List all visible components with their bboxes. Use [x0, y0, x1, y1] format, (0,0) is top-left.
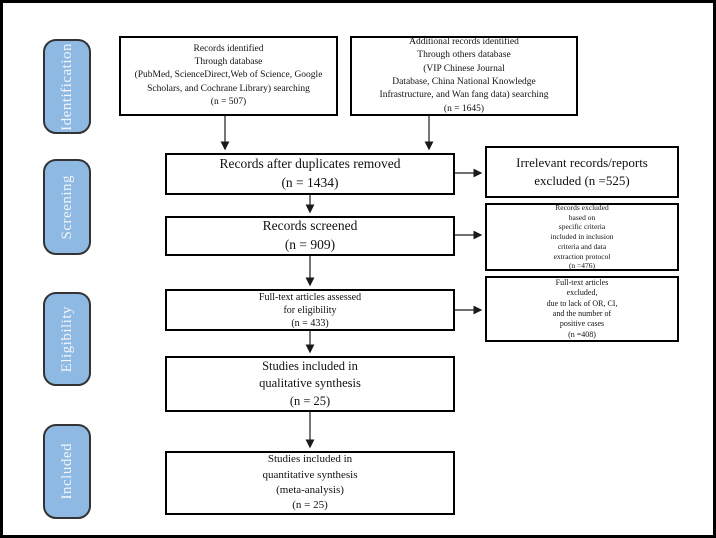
box-records-after-duplicates-removed: Records after duplicates removed (n = 14…: [165, 153, 455, 195]
box-records-after-duplicates-removed-text: Records after duplicates removed (n = 14…: [219, 156, 401, 190]
stage-label-screening: Screening: [43, 159, 91, 255]
box-records-identified-database-text: Records identified Through database (Pub…: [134, 43, 323, 107]
box-records-screened-text: Records screened (n = 909): [262, 218, 358, 252]
stage-label-identification-text: Identification: [58, 42, 75, 131]
box-additional-records-identified: Additional records identified Through ot…: [350, 36, 578, 116]
box-full-text-excluded-text: Full-text articles excluded, due to lack…: [546, 277, 618, 339]
stage-label-screening-text: Screening: [58, 174, 75, 240]
stage-label-included-text: Included: [58, 443, 75, 500]
box-quantitative-synthesis: Studies included in quantitative synthes…: [165, 451, 455, 515]
stage-label-eligibility: Eligibility: [43, 292, 91, 386]
box-records-identified-database: Records identified Through database (Pub…: [119, 36, 338, 116]
box-records-excluded-criteria-text: Records excluded based on specific crite…: [550, 202, 614, 271]
box-irrelevant-records-excluded-text: Irrelevant records/reports excluded (n =…: [516, 154, 648, 188]
box-additional-records-identified-text: Additional records identified Through ot…: [379, 37, 549, 114]
box-full-text-excluded: Full-text articles excluded, due to lack…: [485, 276, 679, 342]
box-quantitative-synthesis-text: Studies included in quantitative synthes…: [262, 453, 358, 512]
stage-label-identification: Identification: [43, 39, 91, 134]
box-full-text-assessed-text: Full-text articles assessed for eligibil…: [258, 291, 362, 329]
stage-label-eligibility-text: Eligibility: [58, 305, 75, 373]
stage-label-included: Included: [43, 424, 91, 519]
box-qualitative-synthesis-text: Studies included in qualitative synthesi…: [259, 358, 361, 408]
box-irrelevant-records-excluded: Irrelevant records/reports excluded (n =…: [485, 146, 679, 198]
box-qualitative-synthesis: Studies included in qualitative synthesi…: [165, 356, 455, 412]
box-full-text-assessed: Full-text articles assessed for eligibil…: [165, 289, 455, 331]
box-records-screened: Records screened (n = 909): [165, 216, 455, 256]
box-records-excluded-criteria: Records excluded based on specific crite…: [485, 203, 679, 271]
